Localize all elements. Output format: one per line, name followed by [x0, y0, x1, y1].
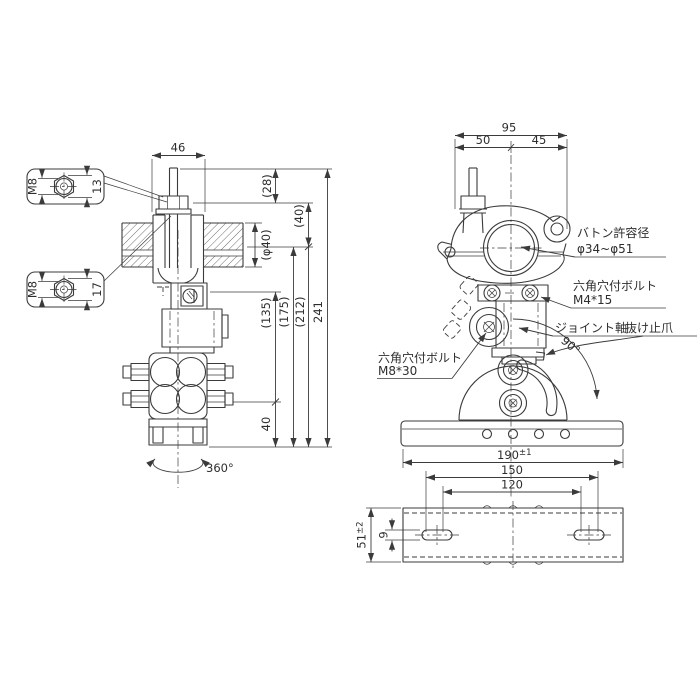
- hex-nut: [158, 195, 189, 210]
- dimensions-right: 95 50 45: [454, 121, 568, 229]
- dim-9-label: 9: [377, 531, 391, 538]
- right-view: バトン許容径 φ34~φ51 六角穴付ボルト M4*15 ジョイント軸 抜け止爪…: [377, 121, 697, 497]
- dimensions-left: 46 (28) (φ40) (40) (212) (175) (135) 40: [151, 141, 332, 448]
- clamp-lug: [543, 215, 571, 243]
- note-baton-line2: φ34~φ51: [577, 242, 633, 256]
- base-plate-front: [400, 420, 624, 447]
- left-view: M8 13 M8 17: [26, 141, 332, 488]
- dim-135-label: (135): [259, 298, 273, 329]
- hex-nut: [460, 195, 486, 210]
- dim-45-label: 45: [532, 133, 547, 147]
- dim-150-label: 150: [501, 463, 523, 477]
- dim-40-upper-label: (40): [292, 204, 306, 228]
- dim-212-label: (212): [293, 297, 307, 328]
- note-claw: 抜け止爪: [625, 321, 673, 335]
- note-joint: ジョイント軸: [555, 321, 627, 335]
- tilt-range-arc: [512, 318, 600, 400]
- dim-28-label: (28): [260, 174, 274, 198]
- detail-top-width-label: 13: [90, 179, 104, 194]
- tilt-arc-slot: [516, 359, 558, 417]
- joint-assembly: [442, 275, 549, 365]
- dim-175-label: (175): [277, 297, 291, 328]
- detail-top-thread-label: M8: [26, 178, 40, 195]
- m8-bolt-head: [468, 306, 510, 348]
- dim-40-lower-label: 40: [259, 417, 273, 432]
- dim-50-label: 50: [476, 133, 491, 147]
- dome-bolt-lower: [498, 388, 528, 418]
- dim-95-label: 95: [502, 121, 517, 135]
- dim-120-label: 120: [501, 478, 523, 492]
- dim-190-label: 190±1: [497, 448, 531, 462]
- note-m4-line2: M4*15: [573, 293, 612, 307]
- rotation-arrow: 360°: [146, 458, 234, 475]
- dimensions-bottom: 190±1 150 120 51±2 9: [355, 448, 624, 563]
- dome-bolt-upper: [497, 354, 529, 386]
- m4-screw-left: [483, 284, 501, 302]
- swivel-block: [122, 352, 234, 420]
- dome-bracket: [458, 354, 568, 421]
- ghost-bolt-phantom: [442, 275, 479, 339]
- dim-51-label: 51±2: [355, 521, 369, 548]
- note-baton-line1: バトン許容径: [577, 225, 649, 240]
- clamp-side-view: [121, 167, 244, 488]
- note-m4-line1: 六角穴付ボルト: [573, 278, 657, 293]
- detail-bottom-width-label: 17: [90, 282, 104, 297]
- set-screw: [180, 285, 204, 307]
- detail-bottom-thread-label: M8: [26, 281, 40, 298]
- dim-phi40-label: (φ40): [259, 229, 273, 260]
- rotation-label: 360°: [206, 461, 234, 475]
- dim-46-label: 46: [171, 141, 186, 155]
- washer: [155, 208, 192, 215]
- dim-90deg-label: 90°: [558, 333, 583, 357]
- bottom-view: 190±1 150 120 51±2 9: [355, 448, 624, 569]
- note-m8-line1: 六角穴付ボルト: [378, 350, 462, 365]
- pipe-section: [121, 222, 244, 268]
- dim-241-label: 241: [311, 301, 325, 323]
- detail-callout-bottom: M8 17: [26, 215, 172, 311]
- retaining-claw: [535, 351, 546, 361]
- clamp-front-view: [437, 167, 571, 284]
- detail-callout-top: M8 13: [26, 165, 168, 208]
- annotations: バトン許容径 φ34~φ51 六角穴付ボルト M4*15 ジョイント軸 抜け止爪…: [377, 225, 697, 400]
- note-m8-line2: M8*30: [378, 364, 417, 378]
